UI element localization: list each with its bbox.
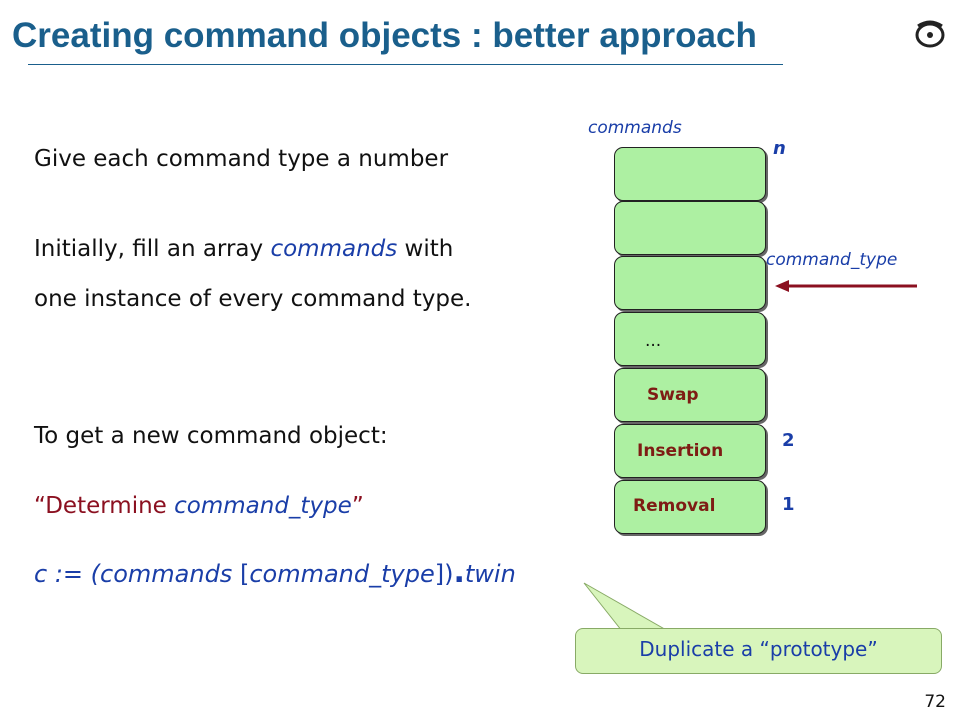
callout-box: Duplicate a “prototype” <box>575 628 942 674</box>
cell-label: Swap <box>647 385 699 405</box>
code-mid: [ <box>232 560 249 588</box>
array-cell-ellipsis: ... <box>614 312 766 366</box>
text-line-1: Give each command type a number <box>34 146 448 172</box>
code-var-2: command_type <box>249 560 434 588</box>
array-cell <box>614 256 766 310</box>
commands-var: commands <box>270 236 397 262</box>
index-1: 1 <box>782 494 795 515</box>
text-line-5: “Determine command_type” <box>34 493 364 519</box>
array-cell-removal: Removal <box>614 480 766 534</box>
open-quote: “Determine <box>34 493 174 519</box>
code-close: ]) <box>435 560 454 588</box>
cell-label: Insertion <box>637 441 723 461</box>
page-number: 72 <box>924 692 946 712</box>
title-underline <box>28 64 783 65</box>
array-cell-insertion: Insertion <box>614 424 766 478</box>
code-line: c := (commands [command_type]).twin <box>34 555 516 590</box>
code-var-1: commands <box>100 560 232 588</box>
cell-label: Removal <box>633 496 715 516</box>
command-type-var: command_type <box>174 493 352 519</box>
array-cell <box>614 201 766 255</box>
text-line-3: one instance of every command type. <box>34 286 471 312</box>
code-twin: twin <box>465 560 516 588</box>
array-cell-swap: Swap <box>614 368 766 422</box>
code-dot: . <box>453 555 464 590</box>
slide-title: Creating command objects : better approa… <box>12 16 757 56</box>
index-n: n <box>773 138 786 159</box>
code-pre: c := ( <box>34 560 100 588</box>
array-cell-n <box>614 147 766 201</box>
close-quote: ” <box>352 493 364 519</box>
pointer-arrow <box>775 276 920 296</box>
pointer-label: command_type <box>766 250 897 270</box>
text-line-4: To get a new command object: <box>34 423 388 449</box>
text-line-2-pre: Initially, fill an array <box>34 236 270 262</box>
cell-label: ... <box>645 331 661 351</box>
logo-icon <box>912 16 948 52</box>
array-label: commands <box>588 118 682 138</box>
callout-text: Duplicate a “prototype” <box>576 637 941 661</box>
text-line-2-post: with <box>397 236 453 262</box>
callout-pointer <box>570 575 680 635</box>
index-2: 2 <box>782 430 795 451</box>
text-line-2: Initially, fill an array commands with <box>34 236 453 262</box>
